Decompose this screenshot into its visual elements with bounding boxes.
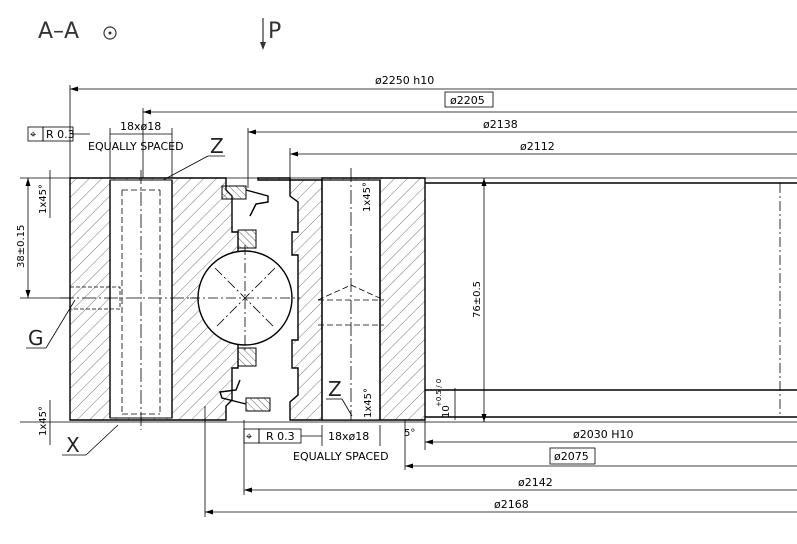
tolerance-frame-top: ⌖ R 0.3 (27, 126, 75, 142)
tolerance-frame-bottom: ⌖ R 0.3 (243, 428, 302, 444)
dim-step: 10 (441, 405, 452, 418)
dim-d2138: ø2138 (483, 118, 518, 131)
label-z-top: Z (210, 134, 224, 158)
dim-chamfer-bm: 1x45° (363, 388, 374, 418)
tolerance-value-bottom: R 0.3 (266, 430, 295, 443)
dim-step-tol: +0.5 / 0 (435, 379, 443, 407)
rotation-symbol-icon (103, 26, 117, 40)
left-vertical-dims (20, 170, 70, 445)
position-symbol-bottom-icon: ⌖ (246, 430, 252, 443)
dim-d2030: ø2030 H10 (573, 428, 634, 441)
dim-chamfer-tm: 1x45° (362, 182, 373, 212)
tolerance-value-top: R 0.3 (46, 128, 75, 141)
dim-height-main: 76±0.5 (472, 281, 483, 318)
view-arrow-icon (260, 42, 266, 50)
label-x: X (66, 433, 80, 457)
seal-bottom (219, 379, 271, 412)
dim-d2075-frame (549, 447, 596, 465)
dim-angle: 5° (404, 428, 415, 439)
view-marker: P (268, 19, 281, 44)
dim-d2075: ø2075 (554, 450, 589, 463)
label-z-bottom: Z (328, 377, 342, 401)
dim-d2205-frame (444, 91, 494, 108)
holes-bottom: 18xø18 (328, 430, 369, 443)
dim-chamfer-tl: 1x45° (38, 184, 49, 214)
top-dimension-lines (69, 85, 797, 188)
equally-spaced-bottom: EQUALLY SPACED (293, 450, 389, 463)
bottom-dimension-lines (204, 406, 797, 517)
dim-d2205: ø2205 (450, 94, 485, 107)
position-symbol-icon: ⌖ (30, 128, 36, 141)
dim-chamfer-bl: 1x45° (38, 406, 49, 436)
rotation-center-dot (108, 31, 112, 35)
dim-d2168: ø2168 (494, 498, 529, 511)
dim-d2142: ø2142 (518, 476, 553, 489)
holes-top: 18xø18 (120, 120, 161, 133)
spacer-bottom (237, 347, 257, 367)
section-title: A–A (38, 19, 79, 44)
dim-height-left: 38±0.15 (16, 225, 27, 268)
spacer-top (237, 229, 257, 249)
dim-d2250: ø2250 h10 (375, 74, 434, 87)
dim-d2112: ø2112 (520, 140, 555, 153)
label-g: G (28, 326, 44, 350)
seal-top (221, 185, 269, 217)
top-dimension-arrows (70, 86, 298, 157)
equally-spaced-top: EQUALLY SPACED (88, 140, 184, 153)
